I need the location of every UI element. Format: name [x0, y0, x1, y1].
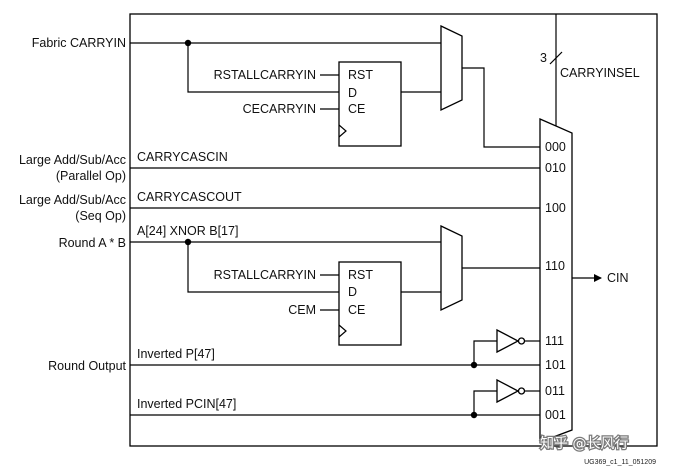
register-bottom-rst-input: RSTALLCARRYIN — [214, 268, 316, 282]
inverter-p-bubble — [517, 337, 526, 345]
wire-p-to-inverter — [473, 340, 497, 365]
register-bottom-clock-icon — [338, 324, 347, 338]
register-bottom-d-pin: D — [348, 285, 357, 299]
register-top-rst-pin: RST — [348, 68, 373, 82]
mux-input-code-100: 100 — [545, 201, 566, 215]
signal-inverted-p: Inverted P[47] — [137, 347, 215, 361]
mux-main-8to1 — [539, 118, 573, 443]
input-large-seq-line2: (Seq Op) — [75, 209, 126, 223]
wire-pcin-to-inverter — [473, 390, 497, 415]
figure-id: UG369_c1_11_051209 — [584, 459, 656, 466]
signal-carrycascout: CARRYCASCOUT — [137, 190, 242, 204]
input-fabric-carryin: Fabric CARRYIN — [32, 36, 126, 50]
wire-top-to-register — [187, 43, 339, 93]
register-top-ce-input: CECARRYIN — [243, 102, 316, 116]
input-round-ab: Round A * B — [59, 236, 126, 250]
signal-inverted-pcin: Inverted PCIN[47] — [137, 397, 236, 411]
register-top-d-pin: D — [348, 86, 357, 100]
mux-input-code-000: 000 — [545, 140, 566, 154]
mux-input-code-101: 101 — [545, 358, 566, 372]
watermark: 知乎 @长风行 — [540, 435, 628, 452]
input-large-parallel-line1: Large Add/Sub/Acc — [19, 153, 126, 167]
register-bottom-rst-pin: RST — [348, 268, 373, 282]
input-round-output: Round Output — [48, 359, 126, 373]
signal-carryinsel: CARRYINSEL — [560, 66, 640, 80]
block-boundary — [129, 13, 658, 447]
register-top-rst-input: RSTALLCARRYIN — [214, 68, 316, 82]
register-top-ce-pin: CE — [348, 102, 365, 116]
input-large-seq-line1: Large Add/Sub/Acc — [19, 193, 126, 207]
mux-bottom-2to1 — [440, 224, 463, 312]
input-large-parallel-line2: (Parallel Op) — [56, 169, 126, 183]
inverter-p-icon — [496, 328, 520, 354]
mux-input-code-110: 110 — [545, 259, 565, 273]
signal-cin: CIN — [607, 271, 629, 285]
register-bottom — [338, 261, 402, 346]
register-bottom-ce-pin: CE — [348, 303, 365, 317]
carryinsel-width: 3 — [540, 51, 547, 65]
signal-carrycascin: CARRYCASCIN — [137, 150, 228, 164]
mux-input-code-011: 011 — [545, 384, 565, 398]
register-top — [338, 61, 402, 147]
inverter-pcin-bubble — [517, 387, 526, 395]
signal-xnor: A[24] XNOR B[17] — [137, 224, 238, 238]
register-bottom-ce-input: CEM — [288, 303, 316, 317]
mux-input-code-001: 001 — [545, 408, 566, 422]
mux-input-code-010: 010 — [545, 161, 566, 175]
inverter-pcin-icon — [496, 378, 520, 404]
wire-top-mux-out — [462, 67, 540, 148]
mux-input-code-111: 111 — [545, 334, 564, 348]
mux-top-2to1 — [440, 24, 463, 112]
register-top-clock-icon — [338, 124, 347, 138]
bus-width-slash — [549, 51, 563, 65]
wire-xnor-to-register — [187, 242, 339, 293]
